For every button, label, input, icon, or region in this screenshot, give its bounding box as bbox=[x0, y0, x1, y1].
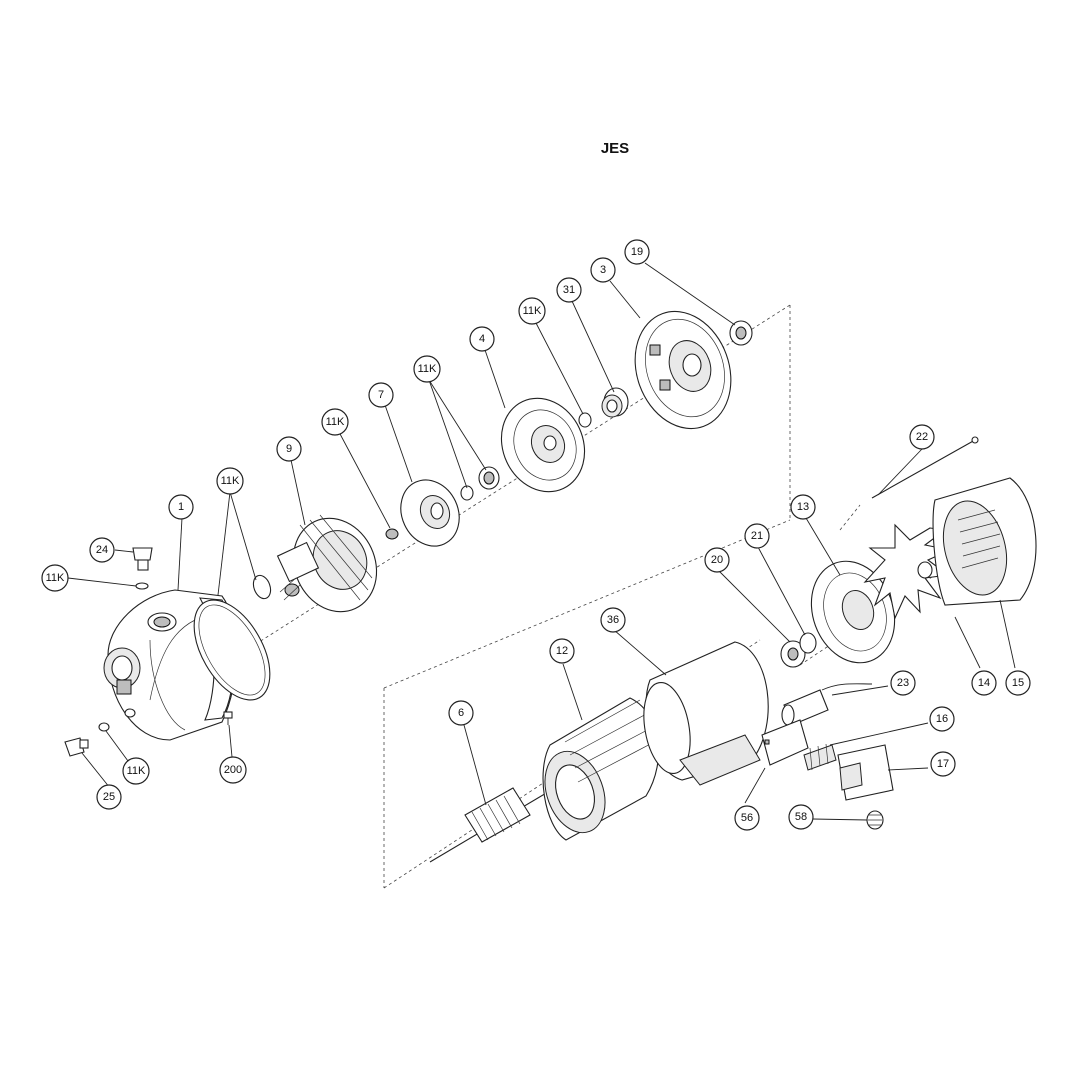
callout-31: 31 bbox=[556, 277, 582, 303]
drain-plug-part-25 bbox=[64, 737, 89, 757]
callout-label-11k-e: 11K bbox=[46, 572, 65, 584]
callout-20: 20 bbox=[704, 547, 730, 573]
terminal-block-part-16 bbox=[803, 743, 837, 771]
tie-rod-part-22 bbox=[871, 436, 979, 499]
callout-11k-e: 11K bbox=[41, 564, 69, 592]
callout-label-17: 17 bbox=[937, 758, 949, 770]
callout-label-22: 22 bbox=[916, 431, 928, 443]
wave-washer-part-21 bbox=[799, 632, 817, 654]
callout-label-200: 200 bbox=[224, 764, 242, 776]
impeller-nut bbox=[385, 528, 399, 540]
callout-label-1: 1 bbox=[178, 501, 184, 513]
impeller-part-7 bbox=[400, 479, 460, 547]
callout-22: 22 bbox=[909, 424, 935, 450]
callout-label-11k-f: 11K bbox=[127, 765, 146, 777]
callout-label-31: 31 bbox=[563, 284, 575, 296]
callout-3: 3 bbox=[590, 257, 616, 283]
seal-rings bbox=[460, 466, 500, 501]
callout-1: 1 bbox=[168, 494, 194, 520]
callout-21: 21 bbox=[744, 523, 770, 549]
fill-plug-part-24 bbox=[132, 547, 153, 571]
washer-11k bbox=[578, 412, 592, 428]
callout-200: 200 bbox=[219, 756, 247, 784]
callout-11k-b: 11K bbox=[413, 355, 441, 383]
bearing-part-20 bbox=[780, 640, 806, 668]
motor-bracket-part-3 bbox=[634, 310, 732, 430]
washer-bottom bbox=[98, 722, 110, 732]
callout-6: 6 bbox=[448, 700, 474, 726]
callout-15: 15 bbox=[1005, 670, 1031, 696]
seal-plate-part-4 bbox=[500, 397, 586, 493]
callout-label-3: 3 bbox=[600, 264, 606, 276]
callout-11k-a: 11K bbox=[518, 297, 546, 325]
end-shield-part-13 bbox=[810, 560, 896, 664]
callout-label-15: 15 bbox=[1012, 677, 1024, 689]
callout-label-24: 24 bbox=[96, 544, 108, 556]
callout-label-11k-c: 11K bbox=[326, 416, 345, 428]
fan-cover-part-15 bbox=[932, 477, 1037, 606]
screw-part-200 bbox=[223, 711, 233, 725]
callout-7: 7 bbox=[368, 382, 394, 408]
callout-label-11k-a: 11K bbox=[523, 305, 542, 317]
callout-label-9: 9 bbox=[286, 443, 292, 455]
callout-9: 9 bbox=[276, 436, 302, 462]
callout-14: 14 bbox=[971, 670, 997, 696]
callout-label-12: 12 bbox=[556, 645, 568, 657]
washer-top bbox=[135, 582, 149, 590]
callout-16: 16 bbox=[929, 706, 955, 732]
callout-11k-f: 11K bbox=[122, 757, 150, 785]
callout-label-7: 7 bbox=[378, 389, 384, 401]
callout-label-6: 6 bbox=[458, 707, 464, 719]
callout-label-21: 21 bbox=[751, 530, 763, 542]
callout-4: 4 bbox=[469, 326, 495, 352]
callout-11k-d: 11K bbox=[216, 467, 244, 495]
stator-part-12 bbox=[542, 697, 660, 841]
callout-label-23: 23 bbox=[897, 677, 909, 689]
callout-label-56: 56 bbox=[741, 812, 753, 824]
callout-label-11k-b: 11K bbox=[418, 363, 437, 375]
callout-label-19: 19 bbox=[631, 246, 643, 258]
callout-23: 23 bbox=[890, 670, 916, 696]
callout-label-11k-d: 11K bbox=[221, 475, 240, 487]
callout-13: 13 bbox=[790, 494, 816, 520]
callout-17: 17 bbox=[930, 751, 956, 777]
callout-36: 36 bbox=[600, 607, 626, 633]
callout-25: 25 bbox=[96, 784, 122, 810]
callout-12: 12 bbox=[549, 638, 575, 664]
diagram-title: JES bbox=[600, 140, 630, 157]
callout-label-14: 14 bbox=[978, 677, 990, 689]
o-ring-body bbox=[193, 599, 271, 701]
callout-label-25: 25 bbox=[103, 791, 115, 803]
diffuser-part-9 bbox=[276, 514, 378, 613]
callout-label-16: 16 bbox=[936, 713, 948, 725]
capacitor-part-23 bbox=[781, 683, 873, 726]
callout-56: 56 bbox=[734, 805, 760, 831]
rotor-shaft-part-6 bbox=[429, 787, 549, 863]
callout-19: 19 bbox=[624, 239, 650, 265]
leader-lines bbox=[67, 262, 1016, 821]
bearing-part-19 bbox=[729, 320, 753, 346]
terminal-cover-part-17 bbox=[837, 744, 894, 801]
callout-label-4: 4 bbox=[479, 333, 485, 345]
callout-58: 58 bbox=[788, 804, 814, 830]
callout-label-36: 36 bbox=[607, 614, 619, 626]
cable-gland-part-58 bbox=[866, 810, 884, 830]
small-o-ring bbox=[252, 574, 272, 600]
callout-label-20: 20 bbox=[711, 554, 723, 566]
callout-label-58: 58 bbox=[795, 811, 807, 823]
callout-24: 24 bbox=[89, 537, 115, 563]
mechanical-seal-part-31 bbox=[601, 387, 629, 418]
terminal-board-part-56 bbox=[761, 719, 809, 766]
motor-housing-part-36 bbox=[643, 641, 769, 786]
callout-11k-c: 11K bbox=[321, 408, 349, 436]
callout-label-13: 13 bbox=[797, 501, 809, 513]
